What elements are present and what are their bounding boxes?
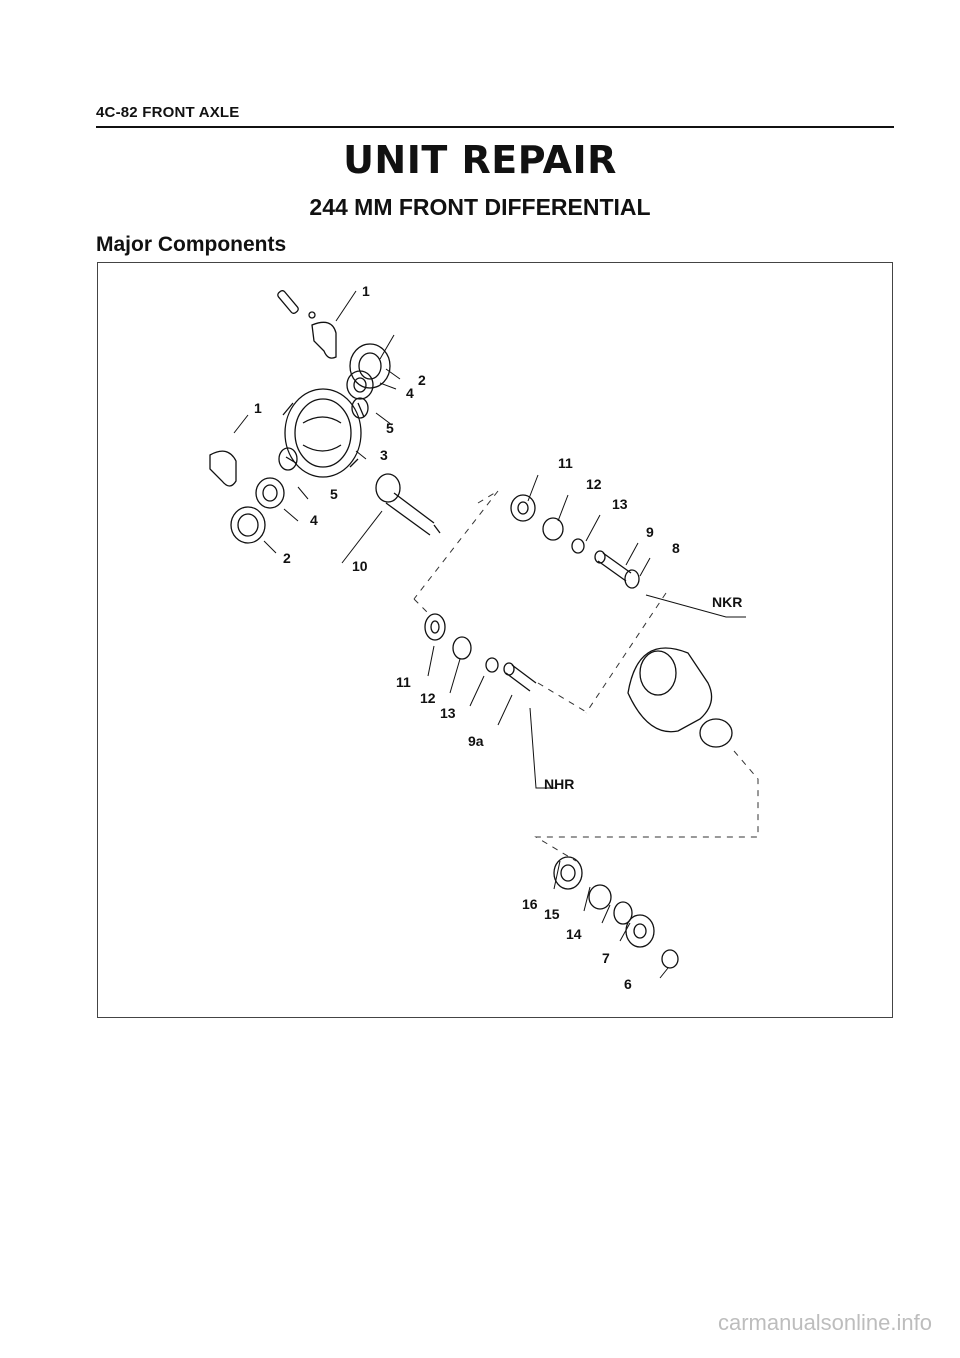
- label-1-lower: 1: [254, 400, 262, 416]
- label-5-upper: 5: [386, 420, 394, 436]
- nut-6: [661, 949, 679, 969]
- label-9: 9: [646, 524, 654, 540]
- flange-7: [625, 914, 655, 948]
- bearing-race-upper: [349, 343, 391, 389]
- spacer-12-nhr: [452, 636, 472, 660]
- exploded-diagram: 1 2 4 5 1 3 5 4 2 10 11 12 13 9 8 NKR 11…: [209, 283, 759, 992]
- label-7: 7: [602, 950, 610, 966]
- header-rule: [96, 126, 894, 128]
- label-13-nhr: 13: [440, 705, 456, 721]
- ring-gear-case: [282, 388, 365, 478]
- carrier-housing: [627, 647, 733, 748]
- label-2-lower: 2: [283, 550, 291, 566]
- bearing-cap-lower: [209, 450, 237, 487]
- bearing-15: [588, 884, 612, 910]
- label-15: 15: [544, 906, 560, 922]
- washer-14: [613, 901, 633, 925]
- label-6: 6: [624, 976, 632, 992]
- collar-9a: [503, 662, 537, 692]
- oil-seal-16: [553, 856, 583, 890]
- label-16: 16: [522, 896, 538, 912]
- page-header: 4C-82 FRONT AXLE: [96, 104, 240, 121]
- label-8: 8: [672, 540, 680, 556]
- section-heading: Major Components: [96, 233, 287, 256]
- label-11-nkr: 11: [558, 455, 573, 471]
- label-10: 10: [352, 558, 368, 574]
- label-3: 3: [380, 447, 388, 463]
- label-2-upper: 2: [418, 372, 426, 388]
- exploded-diagram-frame: 1 2 4 5 1 3 5 4 2 10 11 12 13 9 8 NKR 11…: [97, 262, 893, 1018]
- washer-13-nhr: [485, 657, 499, 673]
- page-title: UNIT REPAIR: [343, 138, 617, 182]
- collar-9-8: [594, 550, 640, 589]
- label-nkr: NKR: [712, 594, 742, 610]
- bearing-race-lower: [230, 506, 266, 544]
- spacer-12-nkr: [542, 517, 564, 541]
- label-5-lower: 5: [330, 486, 338, 502]
- label-9a: 9a: [468, 733, 484, 749]
- watermark: carmanualsonline.info: [717, 1310, 932, 1335]
- drive-pinion: [375, 473, 441, 536]
- bearing-11-nkr: [510, 494, 536, 522]
- label-nhr: NHR: [544, 776, 574, 792]
- bearing-11-nhr: [424, 613, 446, 641]
- label-1-upper: 1: [362, 283, 370, 299]
- label-12-nhr: 12: [420, 690, 436, 706]
- label-4-lower: 4: [310, 512, 318, 528]
- label-12-nkr: 12: [586, 476, 602, 492]
- label-14: 14: [566, 926, 582, 942]
- label-11-nhr: 11: [396, 674, 411, 690]
- label-13-nkr: 13: [612, 496, 628, 512]
- page-subtitle: 244 MM FRONT DIFFERENTIAL: [309, 194, 651, 220]
- label-4-upper: 4: [406, 385, 414, 401]
- washer-13-nkr: [571, 538, 585, 554]
- bearing-cap-upper: [311, 321, 337, 359]
- bolt-part: [277, 290, 316, 319]
